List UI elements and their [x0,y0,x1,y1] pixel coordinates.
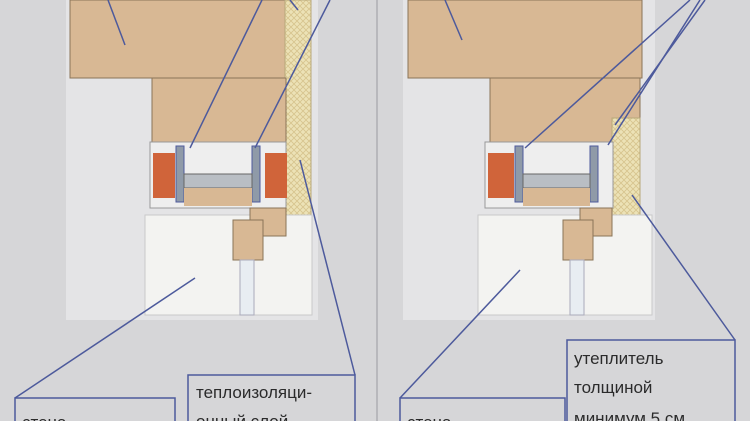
wall-label: стена [22,413,67,421]
insulation-label-line3: минимум 5 см [574,409,685,421]
leader-lines [399,0,736,421]
left-section: стена теплоизоляци- онный слой [14,0,356,421]
wall-label: стена [407,413,452,421]
glass-unit [522,173,591,189]
orange-seal-left [153,153,175,198]
insulation-label-line1: утеплитель [574,349,664,368]
insulation-label-line1: теплоизоляци- [196,383,312,402]
wood-lintel [69,0,311,79]
right-section: стена утеплитель толщиной минимум 5 см [399,0,736,421]
glass-unit [183,173,253,189]
insulation-label-line2: онный слой [196,412,288,421]
orange-seal-right [265,153,287,198]
leader-lines [14,0,356,421]
wall-below [144,214,313,316]
insulation-label-line2: толщиной [574,378,652,397]
insulation-layer [284,0,312,226]
wood-lintel [407,0,643,79]
orange-seal [488,153,514,198]
